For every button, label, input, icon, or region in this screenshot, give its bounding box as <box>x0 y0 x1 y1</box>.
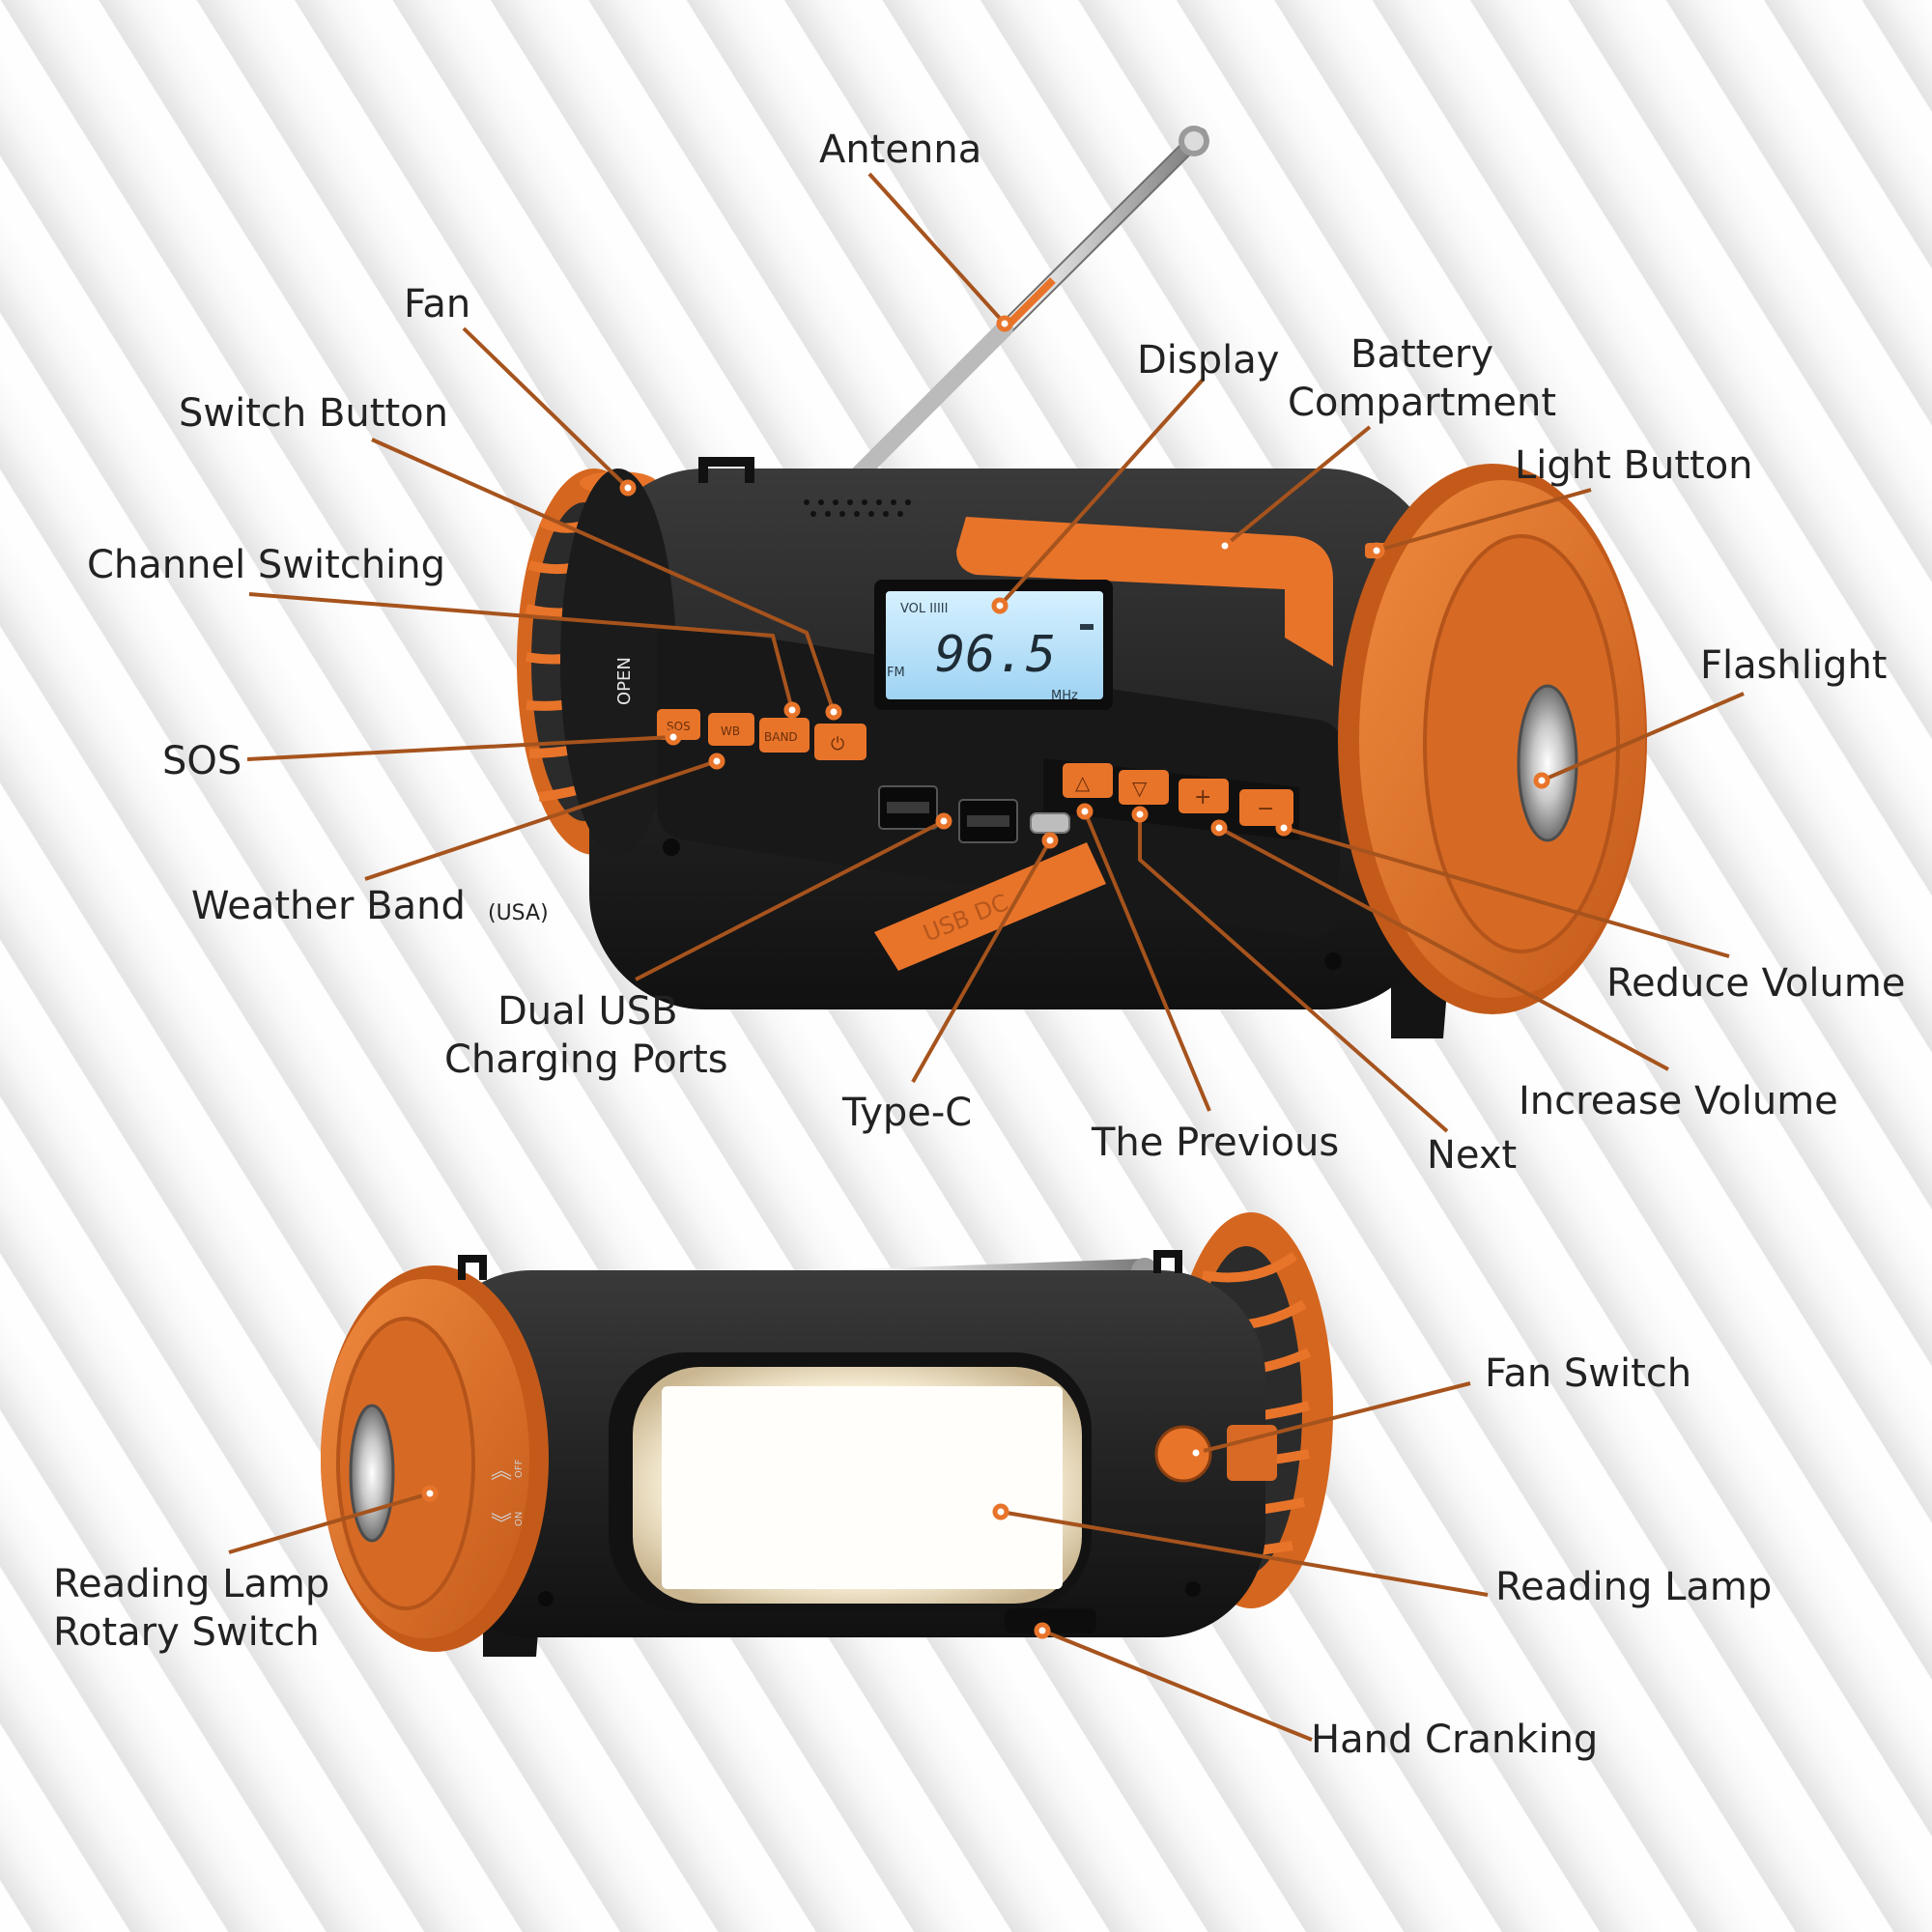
chevron-up-icon: ︽ <box>491 1460 512 1484</box>
label-switch-button: Switch Button <box>179 391 448 436</box>
hand-crank[interactable] <box>1005 1608 1096 1634</box>
fan-switch[interactable] <box>1154 1425 1277 1483</box>
reduce-volume-button[interactable] <box>1239 789 1293 826</box>
on-marking: ON <box>514 1512 525 1526</box>
callout-dots <box>421 315 1550 1639</box>
label-light-button: Light Button <box>1515 443 1753 488</box>
off-marking: OFF <box>514 1459 525 1478</box>
label-battery-line2: Compartment <box>1288 381 1557 425</box>
label-the-previous: The Previous <box>1092 1121 1340 1165</box>
battery-compartment <box>956 517 1333 667</box>
power-button[interactable] <box>814 724 867 760</box>
leader-fan <box>462 327 630 490</box>
label-increase-volume: Increase Volume <box>1519 1079 1838 1123</box>
label-rotary-line1: Reading Lamp <box>53 1562 330 1606</box>
increase-volume-button[interactable] <box>1179 779 1229 813</box>
leader-channel-switching <box>248 592 794 711</box>
label-next: Next <box>1427 1133 1518 1178</box>
reading-lamp-rotary-switch[interactable] <box>321 1265 549 1652</box>
flashlight-lens <box>1517 684 1578 842</box>
band-button[interactable] <box>759 718 810 753</box>
label-fan-switch: Fan Switch <box>1485 1351 1692 1396</box>
open-marking: OPEN <box>614 657 635 705</box>
leader-dual-usb <box>635 819 945 981</box>
leader-weather-band <box>364 759 718 881</box>
label-type-c: Type-C <box>842 1091 973 1135</box>
type-c-port[interactable] <box>1030 812 1070 834</box>
label-fan: Fan <box>404 282 471 327</box>
label-display: Display <box>1137 338 1280 383</box>
label-reduce-volume: Reduce Volume <box>1606 961 1906 1006</box>
leader-hand-cranking <box>1041 1629 1313 1742</box>
previous-icon: △ <box>1075 771 1091 794</box>
display-band: FM <box>887 666 905 680</box>
label-channel-switching: Channel Switching <box>87 543 446 587</box>
leader-reduce-volume <box>1283 826 1730 958</box>
label-battery-line1: Battery <box>1350 332 1494 377</box>
next-icon: ▽ <box>1132 777 1148 800</box>
label-weather-band: Weather Band <box>191 884 466 928</box>
bottom-radio: ︽ ︾ OFF ON <box>321 1212 1333 1657</box>
label-hand-cranking: Hand Cranking <box>1311 1718 1599 1762</box>
right-buttons: △ ▽ + − <box>1043 758 1299 840</box>
leader-flashlight <box>1541 692 1745 782</box>
display-unit: MHz <box>1051 689 1078 703</box>
label-sos: SOS <box>162 739 242 783</box>
leader-light-button <box>1376 488 1592 553</box>
label-flashlight: Flashlight <box>1700 643 1888 688</box>
label-dual-usb-line2: Charging Ports <box>444 1037 728 1082</box>
power-icon: ⏻ <box>831 734 844 754</box>
next-button[interactable] <box>1119 770 1169 805</box>
label-antenna: Antenna <box>819 128 982 172</box>
leader-antenna <box>867 172 1007 326</box>
leader-lines <box>228 172 1745 1742</box>
leader-sos <box>246 735 674 761</box>
leader-display <box>998 378 1205 608</box>
leader-rotary-switch <box>228 1492 431 1554</box>
leader-fan-switch <box>1195 1381 1471 1455</box>
left-buttons: SOS WB BAND ⏻ <box>657 709 867 760</box>
display: VOL IIIII 96.5 FM MHz <box>874 580 1113 710</box>
reading-lamp <box>609 1352 1092 1613</box>
wb-button[interactable] <box>708 713 754 746</box>
speaker-grille <box>804 499 911 517</box>
leader-reading-lamp <box>1000 1510 1489 1597</box>
top-radio: VOL IIIII 96.5 FM MHz OPEN SOS WB BAND ⏻… <box>517 126 1647 1038</box>
display-volume: VOL IIIII <box>900 602 948 616</box>
label-rotary-line2: Rotary Switch <box>53 1610 320 1655</box>
display-frequency: 96.5 <box>935 626 1056 684</box>
leader-next <box>1138 814 1449 1133</box>
leader-increase-volume <box>1218 826 1669 1071</box>
label-dual-usb-line1: Dual USB <box>497 989 678 1034</box>
wb-button-label: WB <box>721 724 740 738</box>
chevron-down-icon: ︾ <box>491 1513 512 1537</box>
antenna <box>841 126 1209 492</box>
band-button-label: BAND <box>764 730 798 744</box>
minus-icon: − <box>1257 797 1274 821</box>
plus-icon: + <box>1194 785 1211 810</box>
label-reading-lamp: Reading Lamp <box>1495 1565 1773 1609</box>
label-weather-band-note: (USA) <box>488 901 549 925</box>
flashlight-cap <box>1338 464 1647 1014</box>
usb-ports <box>878 785 1070 843</box>
leader-switch-button <box>371 438 836 713</box>
leader-type-c <box>911 839 1052 1083</box>
previous-button[interactable] <box>1063 763 1113 798</box>
leader-previous <box>1083 810 1211 1112</box>
leader-battery <box>1223 425 1372 548</box>
